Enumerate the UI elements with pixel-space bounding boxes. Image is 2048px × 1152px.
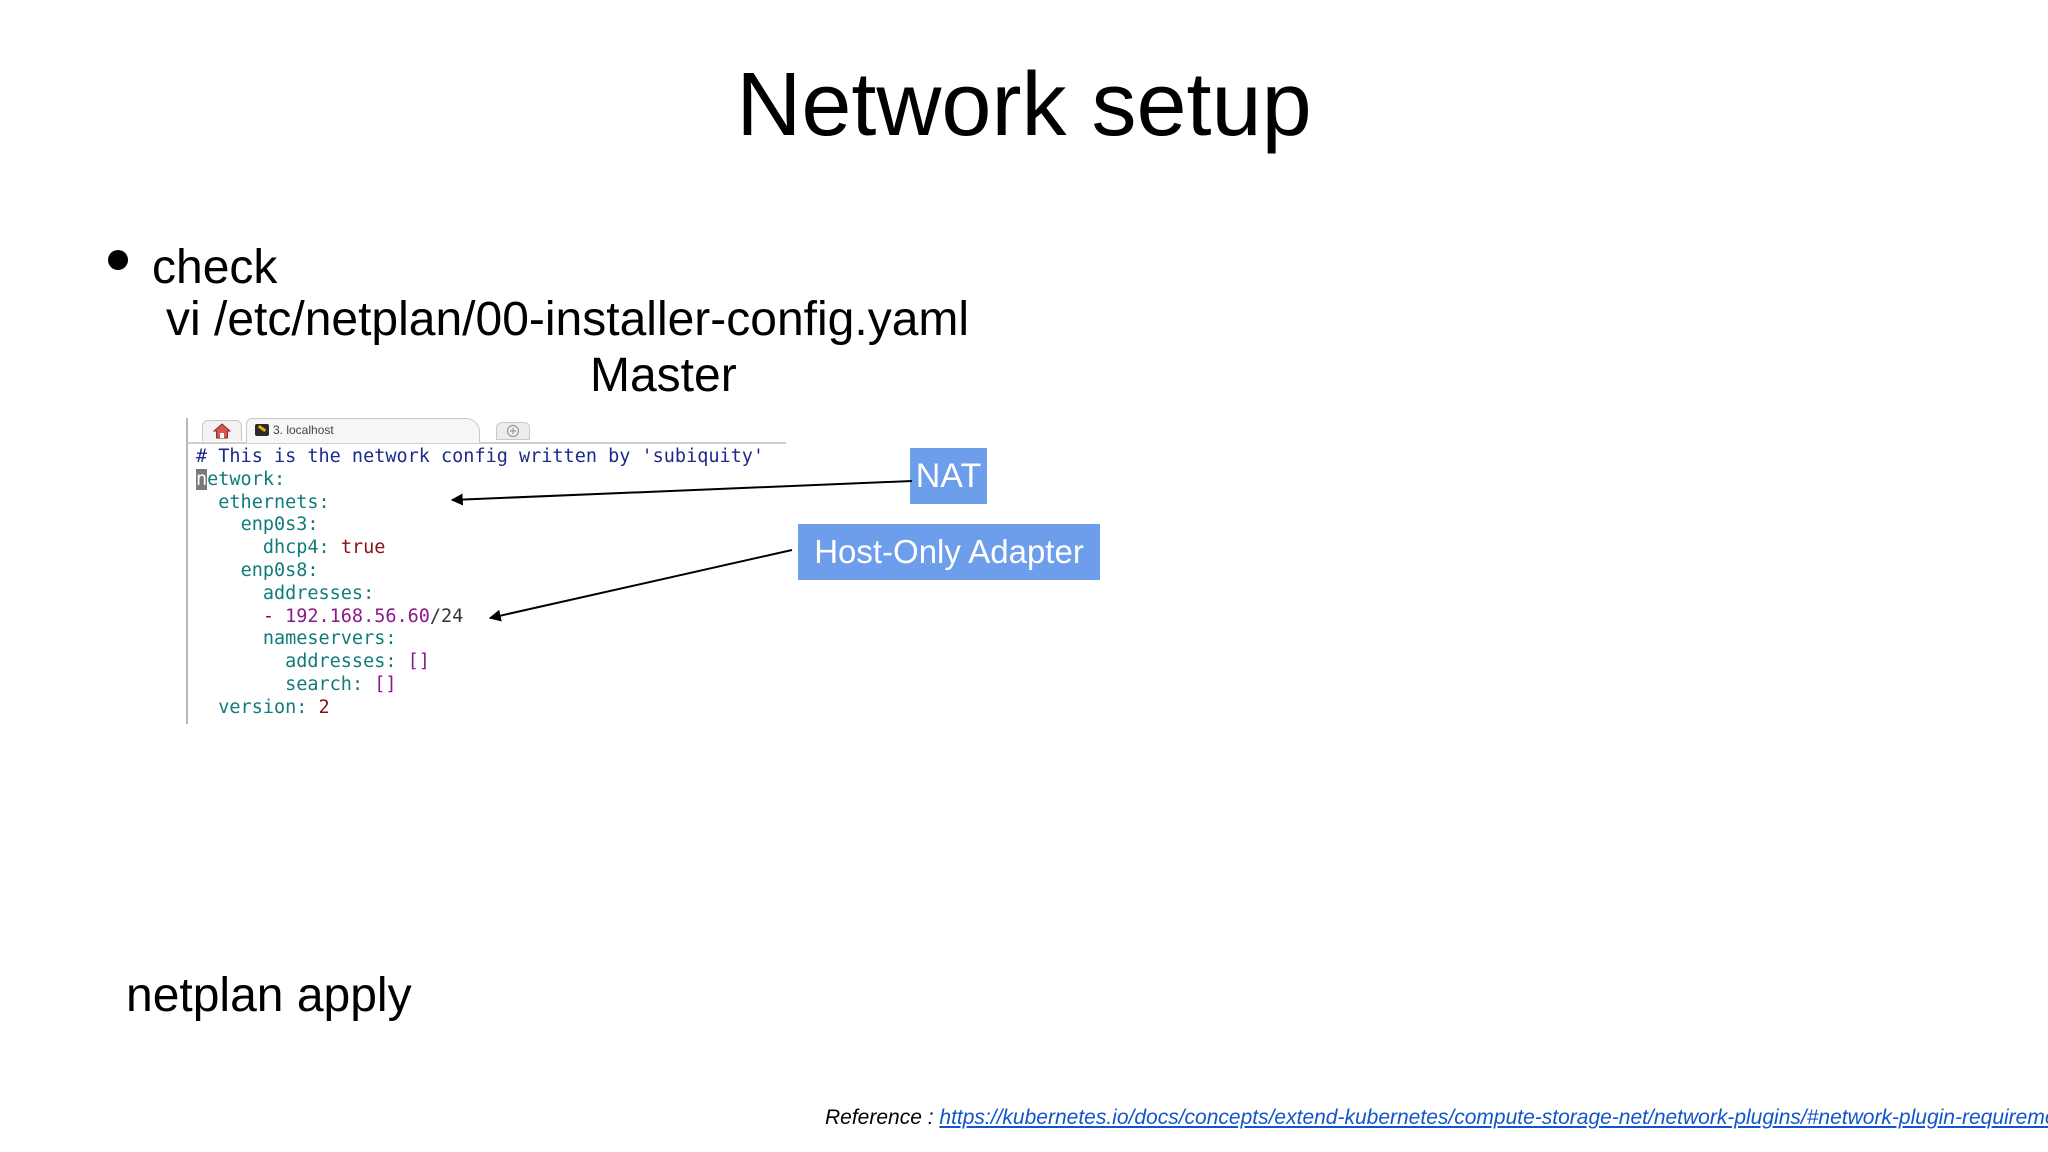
command-path-text: vi /etc/netplan/00-installer-config.yaml [166,293,970,346]
code-line: - 192.168.56.60/24 [262,605,464,627]
code-line: enp0s3: [240,514,319,536]
code-line: network: [196,468,286,490]
home-icon [213,423,231,439]
text-cursor: n [196,468,208,490]
code-line: ethernets: [218,491,330,513]
host-only-arrow [488,549,793,622]
code-line: dhcp4: true [262,537,386,559]
terminal-screenshot: 3. localhost # This is the network confi… [186,418,786,724]
terminal-tab-localhost[interactable]: 3. localhost [246,418,480,443]
slide-title: Network setup [736,55,1312,155]
reference-prefix: Reference : [825,1106,940,1129]
yaml-code: # This is the network config written by … [196,446,764,720]
code-line: addresses: [] [285,651,430,673]
terminal-icon [255,424,269,436]
nat-arrow [450,480,913,506]
bullet-dot [108,250,128,270]
code-line: version: 2 [218,696,330,718]
tab-label: 3. localhost [273,423,334,437]
code-line: nameservers: [262,628,397,650]
nat-label: NAT [910,448,987,504]
code-line: search: [] [285,673,397,695]
reference-line: Reference : https://kubernetes.io/docs/c… [825,1104,2048,1132]
terminal-tab-bar: 3. localhost [188,418,786,444]
netplan-apply-text: netplan apply [126,969,412,1022]
reference-link[interactable]: https://kubernetes.io/docs/concepts/exte… [939,1106,2048,1129]
code-line: enp0s8: [240,559,319,581]
master-caption: Master [590,349,737,402]
new-tab-icon [506,424,520,438]
home-tab[interactable] [202,420,242,441]
code-line: # This is the network config written by … [196,446,765,467]
terminal-border [186,418,188,724]
code-line: addresses: [262,582,375,604]
bullet-check-text: check [152,241,278,294]
host-only-label: Host-Only Adapter [798,524,1100,580]
new-tab-button[interactable] [496,422,530,440]
